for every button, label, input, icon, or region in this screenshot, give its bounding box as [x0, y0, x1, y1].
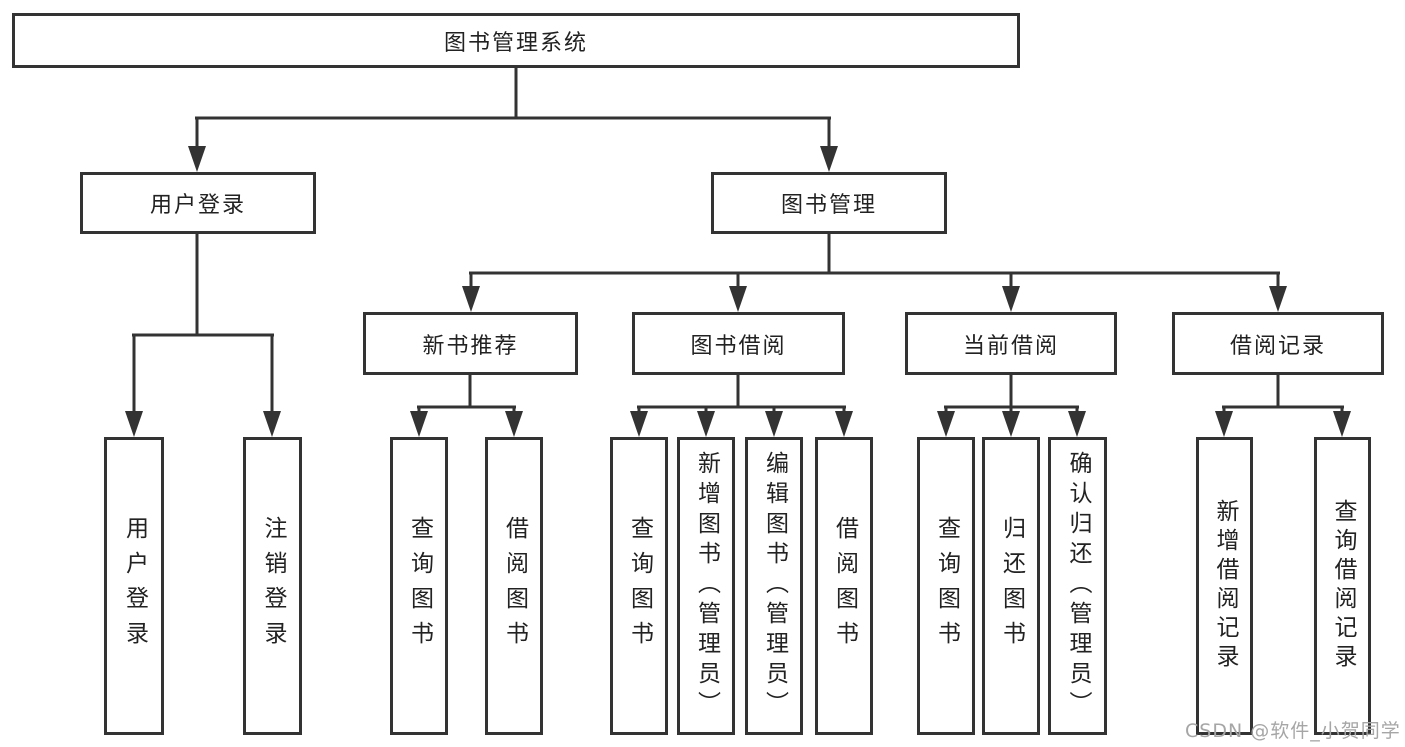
leaf-return-book-label: 归还图书 [998, 516, 1025, 656]
leaf-query-borrow-record-label: 查询借阅记录 [1330, 499, 1356, 673]
leaf-query-book-1-label: 查询图书 [406, 516, 433, 656]
watermark: CSDN @软件_小贺同学 [1185, 720, 1401, 742]
leaf-add-borrow-record-label: 新增借阅记录 [1212, 499, 1238, 673]
leaf-logout-login: 注销登录 [243, 437, 302, 735]
node-new-book-recommend-label: 新书推荐 [422, 333, 519, 359]
node-user-login-label: 用户登录 [149, 193, 246, 218]
node-borrow-records: 借阅记录 [1172, 312, 1384, 375]
leaf-confirm-return-admin-label: 确认归还（管理员） [1065, 451, 1091, 721]
leaf-borrow-book-2: 借阅图书 [815, 437, 873, 735]
leaf-query-book-2-label: 查询图书 [626, 516, 653, 656]
node-root-label: 图书管理系统 [443, 30, 588, 56]
leaf-edit-book-admin-label: 编辑图书（管理员） [761, 451, 788, 721]
leaf-query-book-2: 查询图书 [610, 437, 668, 735]
leaf-query-book-3: 查询图书 [917, 437, 975, 735]
node-current-borrow-label: 当前借阅 [962, 333, 1059, 359]
node-book-borrow-label: 图书借阅 [690, 333, 787, 359]
leaf-confirm-return-admin: 确认归还（管理员） [1048, 437, 1107, 735]
leaf-query-borrow-record: 查询借阅记录 [1314, 437, 1371, 735]
node-root: 图书管理系统 [12, 13, 1020, 68]
node-user-login: 用户登录 [80, 172, 316, 234]
leaf-logout-login-label: 注销登录 [260, 516, 286, 656]
node-current-borrow: 当前借阅 [905, 312, 1117, 375]
arrowheads [125, 146, 1351, 437]
leaf-return-book: 归还图书 [982, 437, 1040, 735]
leaf-edit-book-admin: 编辑图书（管理员） [745, 437, 803, 735]
node-borrow-records-label: 借阅记录 [1229, 333, 1326, 359]
node-book-management: 图书管理 [711, 172, 947, 234]
node-book-management-label: 图书管理 [780, 193, 877, 218]
node-book-borrow: 图书借阅 [632, 312, 845, 375]
leaf-query-book-3-label: 查询图书 [933, 516, 960, 656]
leaf-borrow-book-1: 借阅图书 [485, 437, 543, 735]
leaf-borrow-book-2-label: 借阅图书 [831, 516, 858, 656]
leaf-user-login-label: 用户登录 [121, 516, 148, 656]
leaf-query-book-1: 查询图书 [390, 437, 448, 735]
leaf-user-login: 用户登录 [104, 437, 164, 735]
leaf-add-book-admin-label: 新增图书（管理员） [693, 451, 720, 721]
leaf-add-book-admin: 新增图书（管理员） [677, 437, 735, 735]
leaf-add-borrow-record: 新增借阅记录 [1196, 437, 1253, 735]
leaf-borrow-book-1-label: 借阅图书 [501, 516, 528, 656]
node-new-book-recommend: 新书推荐 [363, 312, 578, 375]
